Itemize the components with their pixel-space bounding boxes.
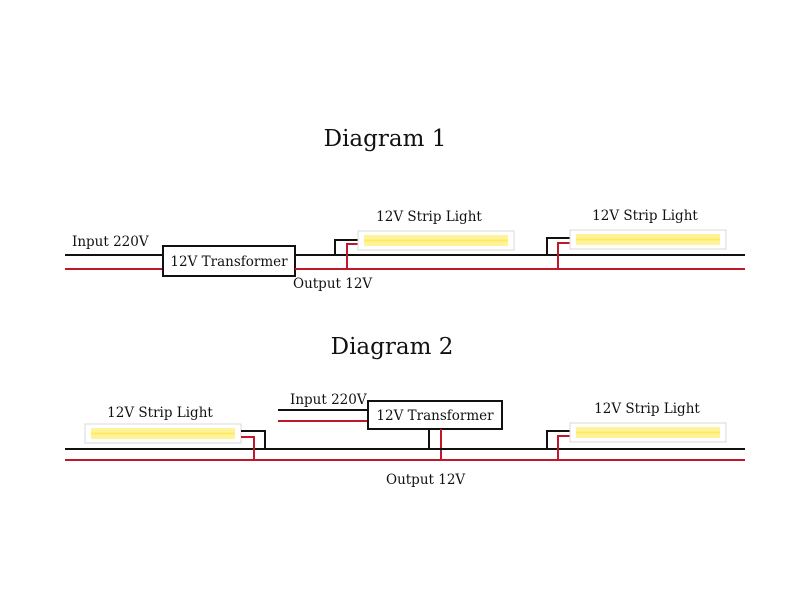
diagram-2-output-label: Output 12V bbox=[386, 472, 465, 488]
diagram-2-input-wires bbox=[278, 409, 368, 422]
diagram-2-input-label: Input 220V bbox=[290, 392, 367, 408]
diagram-2-title: Diagram 2 bbox=[331, 334, 454, 360]
diagram-2-strip-light-1: 12V Strip Light bbox=[84, 405, 266, 460]
diagram-1-title: Diagram 1 bbox=[324, 126, 447, 152]
diagram-1-strip-light-2-label: 12V Strip Light bbox=[592, 208, 698, 224]
diagram-2-output-bus bbox=[65, 448, 745, 461]
diagram-1: Diagram 1 Input 220V 12V Transformer Out… bbox=[65, 126, 745, 292]
diagram-1-strip-light-2: 12V Strip Light bbox=[546, 208, 727, 269]
diagram-1-strip-light-1-label: 12V Strip Light bbox=[376, 209, 482, 225]
diagram-2-transformer-label: 12V Transformer bbox=[376, 408, 494, 424]
diagram-1-output-label: Output 12V bbox=[293, 276, 372, 292]
diagram-1-output-bus bbox=[295, 254, 745, 270]
diagram-1-strip-light-1: 12V Strip Light bbox=[334, 209, 515, 269]
diagram-2-transformer: 12V Transformer bbox=[367, 400, 503, 460]
diagram-2-strip-light-2-label: 12V Strip Light bbox=[594, 401, 700, 417]
diagram-2-strip-light-2: 12V Strip Light bbox=[546, 401, 727, 460]
diagram-1-transformer: 12V Transformer bbox=[162, 245, 296, 277]
diagram-2-strip-light-1-label: 12V Strip Light bbox=[107, 405, 213, 421]
diagram-1-transformer-label: 12V Transformer bbox=[170, 254, 288, 270]
diagram-1-input-label: Input 220V bbox=[72, 234, 149, 250]
diagram-1-input-wires bbox=[65, 254, 163, 270]
diagram-2: Diagram 2 Input 220V 12V Transformer Out… bbox=[65, 334, 745, 488]
